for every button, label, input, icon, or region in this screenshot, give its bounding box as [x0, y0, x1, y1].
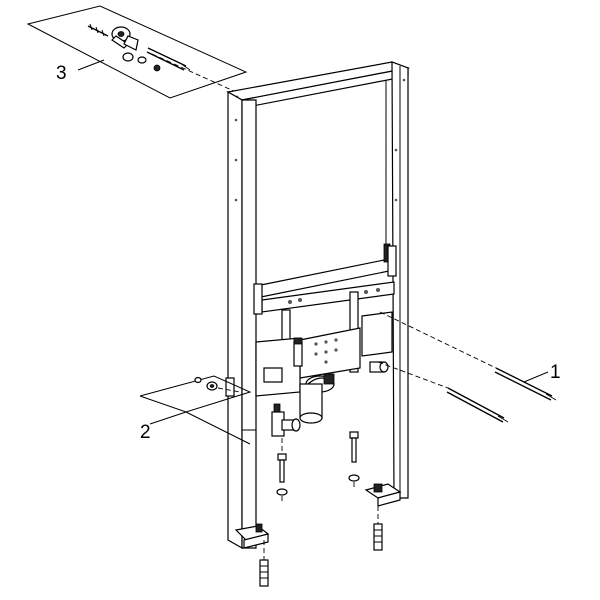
washer-nut	[122, 52, 161, 72]
callout-2-group: 2	[139, 375, 252, 445]
rod-leader-lower	[377, 361, 449, 389]
left-clamp	[253, 283, 263, 315]
callout-1-group: 1	[377, 311, 561, 423]
supply-valve-right	[369, 361, 389, 373]
nut-icon	[194, 376, 202, 384]
foot-right	[364, 483, 402, 507]
wall-plug-right	[373, 506, 383, 551]
anchor-bolt-right	[348, 431, 360, 490]
wall-bracket	[111, 26, 139, 51]
bracket-screw	[87, 23, 109, 37]
wall-plug-left	[259, 540, 269, 587]
callout-1-label: 1	[550, 362, 561, 383]
callout-3-label: 3	[56, 63, 67, 84]
threaded-rod-lower	[446, 387, 509, 423]
side-bracket	[225, 377, 235, 397]
installation-frame	[225, 61, 411, 550]
callout-2-label: 2	[140, 422, 151, 443]
callout-3-leader	[77, 59, 105, 71]
supply-valve-left	[293, 337, 303, 367]
accessory-leader-line	[151, 53, 237, 93]
anchor-bolt-left	[276, 438, 288, 504]
frame-left-upright-front	[241, 99, 257, 549]
foot-left	[234, 523, 270, 549]
callout-2-bracket	[139, 375, 252, 413]
callout-1-leader	[523, 371, 549, 383]
accessory-card: 3	[26, 5, 248, 99]
threaded-rod	[146, 47, 191, 71]
rod-leader-upper	[379, 311, 497, 369]
angle-valve	[271, 403, 301, 437]
drain-elbow	[299, 373, 335, 424]
accessory-card-outline	[26, 5, 248, 99]
plumbing-housing	[255, 337, 301, 397]
